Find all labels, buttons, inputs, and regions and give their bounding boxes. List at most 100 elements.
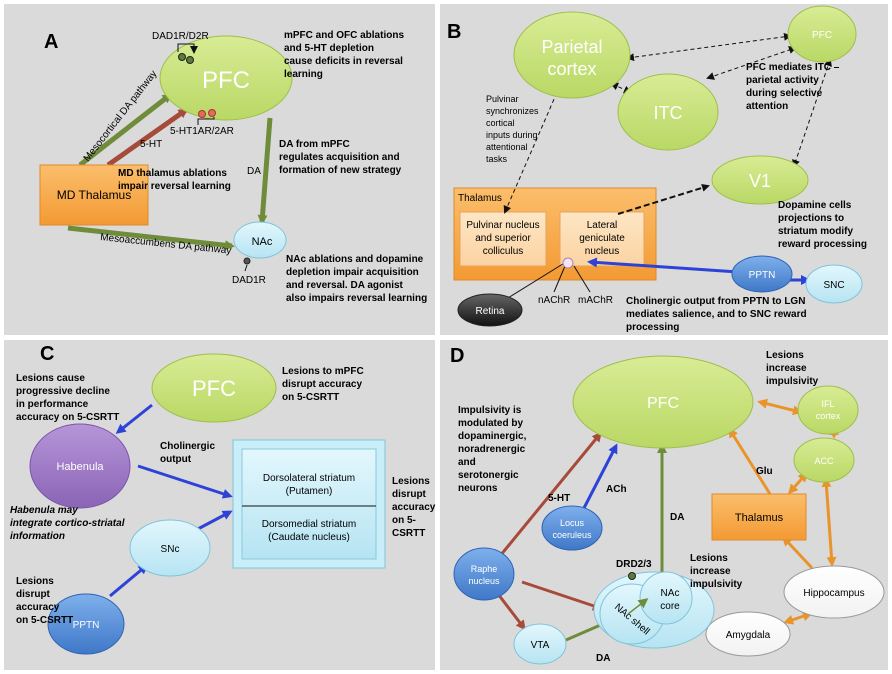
b-note-dopamine-line: Dopamine cells xyxy=(778,200,852,211)
c-arrow-habenula-striatum xyxy=(137,464,233,499)
b-note-pfc-line: during selective xyxy=(746,88,823,99)
c-arrow-pptn-snc xyxy=(109,564,149,598)
d-pfc-node xyxy=(572,355,754,449)
d-arrow-acc-hippocampus xyxy=(821,477,837,567)
b-arrow-itc-pfc xyxy=(706,46,797,80)
d-ifl-node xyxy=(797,385,859,435)
panel-a: PFC MD Thalamus NAc DAD1R/D2R 5-HT1AR/2A… xyxy=(39,30,427,304)
a-d2r-receptor-1 xyxy=(178,53,186,61)
c-dorsomedial-line: Dorsomedial striatum xyxy=(262,519,356,530)
d-da-up-label: DA xyxy=(670,512,684,523)
c-note-habenula-line: in performance xyxy=(16,399,89,410)
b-snc-node xyxy=(805,264,863,304)
c-dorsolateral-line: (Putamen) xyxy=(286,486,333,497)
c-note-pptn-line: disrupt xyxy=(16,589,51,600)
b-lgn-box xyxy=(559,211,645,267)
panel-a-letter: A xyxy=(44,31,58,53)
c-snc-node xyxy=(129,519,211,577)
b-arrow-retina-lgn xyxy=(507,261,567,299)
a-note-da-line: formation of new strategy xyxy=(279,165,402,176)
d-note-lesions-nac-line: increase xyxy=(690,566,731,577)
b-machr-label: mAChR xyxy=(578,295,613,306)
d-arrow-raphe-pfc xyxy=(498,431,602,557)
b-snc-label: SNC xyxy=(823,280,844,291)
b-note-pulvinar-line: tasks xyxy=(486,154,508,164)
d-thalamus-label: Thalamus xyxy=(735,512,784,524)
a-note-md: MD thalamus ablations impair reversal le… xyxy=(118,168,231,192)
a-md-thalamus-node xyxy=(39,164,149,226)
panel-c-letter: C xyxy=(40,343,54,365)
d-note-lesions-top-line: increase xyxy=(766,363,807,374)
b-arrow-parietal-pfc xyxy=(626,32,792,62)
b-note-dopamine-line: projections to xyxy=(778,213,844,224)
d-nac-core-node xyxy=(639,571,693,625)
d-note-impulsivity-line: modulated by xyxy=(458,418,523,429)
d-locus-node xyxy=(541,505,603,551)
c-note-pptn-line: on 5-CSRTT xyxy=(16,615,73,626)
a-note-da: DA from mPFC regulates acquisition and f… xyxy=(279,139,402,176)
c-pptn-node xyxy=(47,593,125,655)
d-note-lesions-top-line: impulsivity xyxy=(766,376,819,387)
b-arrow-pfc-v1 xyxy=(792,58,832,168)
d-ifl-line: cortex xyxy=(816,411,841,421)
a-note-mpfc-line: cause deficits in reversal xyxy=(284,56,403,67)
c-note-pfc: Lesions to mPFC disrupt accuracy on 5-CS… xyxy=(282,366,364,403)
a-pfc-node xyxy=(159,35,293,121)
b-pptn-label: PPTN xyxy=(749,270,776,281)
c-note-striatum-line: disrupt xyxy=(392,489,427,500)
d-hippocampus-label: Hippocampus xyxy=(803,588,864,599)
d-acc-node xyxy=(793,437,855,483)
a-md-thalamus-label: MD Thalamus xyxy=(57,188,131,202)
d-note-lesions-nac-line: Lesions xyxy=(690,553,728,564)
d-arrow-acc-thalamus xyxy=(788,471,808,495)
b-pulvinar-box xyxy=(459,211,547,267)
d-note-impulsivity-line: neurons xyxy=(458,483,498,494)
d-note-lesions-nac-line: impulsivity xyxy=(690,579,743,590)
c-note-striatum-line: CSRTT xyxy=(392,528,425,539)
c-dorsomedial-line: (Caudate nucleus) xyxy=(268,532,350,543)
arrow-md-to-nac-mesoaccumbens xyxy=(67,225,235,251)
b-note-cholinergic-line: processing xyxy=(626,322,679,333)
c-note-striatum-line: on 5- xyxy=(392,515,416,526)
a-note-da-line: regulates acquisition and xyxy=(279,152,400,163)
b-machr-pointer xyxy=(573,265,591,293)
b-note-pulvinar-line: Pulvinar xyxy=(486,94,519,104)
c-note-pptn: Lesions disrupt accuracy on 5-CSRTT xyxy=(16,576,73,626)
d-note-lesions-top: Lesions increase impulsivity xyxy=(766,350,819,387)
c-cholinergic-line: Cholinergic xyxy=(160,441,215,452)
a-note-md-line: impair reversal learning xyxy=(118,181,231,192)
c-pfc-node xyxy=(151,353,277,423)
panel-d: PFC IFL cortex ACC Thalamus Hippocampus … xyxy=(453,350,885,665)
a-note-md-line: MD thalamus ablations xyxy=(118,168,227,179)
a-dad1r-d2r-label: DAD1R/D2R xyxy=(152,31,209,42)
d-raphe-line: nucleus xyxy=(468,576,500,586)
d-nac-core-line: core xyxy=(660,601,680,612)
b-note-dopamine-line: striatum modify xyxy=(778,226,853,237)
d-arrow-raphe-nac xyxy=(521,580,603,611)
b-note-pulvinar-line: attentional xyxy=(486,142,528,152)
c-note-striatum-line: Lesions xyxy=(392,476,430,487)
d-locus-line: Locus xyxy=(560,518,585,528)
b-parietal-line: cortex xyxy=(547,59,596,79)
d-acc-label: ACC xyxy=(814,456,834,466)
c-habenula-node xyxy=(29,423,131,509)
a-dad1r-pointer xyxy=(244,264,248,272)
b-note-pfc: PFC mediates ITC – parietal activity dur… xyxy=(746,62,840,112)
a-5ht1ar-label: 5-HT1AR/2AR xyxy=(170,126,234,137)
a-pfc-label: PFC xyxy=(202,67,250,94)
d-vta-label: VTA xyxy=(531,640,550,651)
c-note-italic-line: integrate cortico-striatal xyxy=(10,518,125,529)
panel-b-letter: B xyxy=(447,21,461,43)
d-note-lesions-nac: Lesions increase impulsivity xyxy=(690,553,743,590)
b-pulvinar-line: colliculus xyxy=(483,246,524,257)
b-note-cholinergic: Cholinergic output from PPTN to LGN medi… xyxy=(626,296,807,333)
a-note-mpfc-line: mPFC and OFC ablations xyxy=(284,30,404,41)
a-dad1r-d2r-pointer xyxy=(177,43,198,54)
c-note-habenula-line: progressive decline xyxy=(16,386,110,397)
d-5ht-label: 5-HT xyxy=(548,493,570,504)
d-note-impulsivity-line: and xyxy=(458,457,476,468)
b-nachr-label: nAChR xyxy=(538,295,570,306)
a-da-label: DA xyxy=(247,166,261,177)
c-note-habenula-italic: Habenula may integrate cortico-striatal … xyxy=(10,505,125,542)
